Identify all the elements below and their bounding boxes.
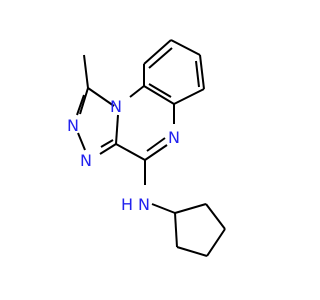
atom-label-h: H (121, 195, 133, 214)
bond (87, 87, 115, 107)
bond (115, 114, 119, 145)
bond (205, 203, 226, 230)
bond (77, 132, 86, 151)
bond (144, 144, 168, 161)
bond-inner (148, 47, 173, 69)
bond (206, 228, 226, 257)
atom-label-n3: N (80, 151, 92, 170)
bond-inner (100, 139, 114, 148)
bond-inner (146, 137, 166, 152)
bond (173, 88, 205, 105)
bond (174, 203, 207, 214)
atom-label-n4: N (168, 128, 180, 147)
bonds (76, 39, 226, 257)
bond (115, 143, 146, 161)
bond (151, 203, 176, 214)
bond (99, 143, 117, 155)
bond (129, 85, 145, 98)
molecule-structure: N N N N N H (67, 39, 226, 257)
bond-inner (76, 94, 85, 116)
atom-labels: N N N N N H (67, 97, 180, 214)
bond (83, 54, 89, 89)
atom-label-n1: N (110, 97, 122, 116)
bond (143, 39, 172, 65)
atom-label-n2: N (67, 116, 79, 135)
bond (174, 212, 178, 248)
bond (79, 87, 89, 115)
bond-inner (195, 60, 200, 88)
bond (199, 54, 205, 90)
atom-label-nh: N (138, 195, 150, 214)
bond (143, 85, 175, 105)
bond (176, 246, 208, 257)
bond-inner (148, 83, 172, 98)
bond (170, 39, 201, 56)
